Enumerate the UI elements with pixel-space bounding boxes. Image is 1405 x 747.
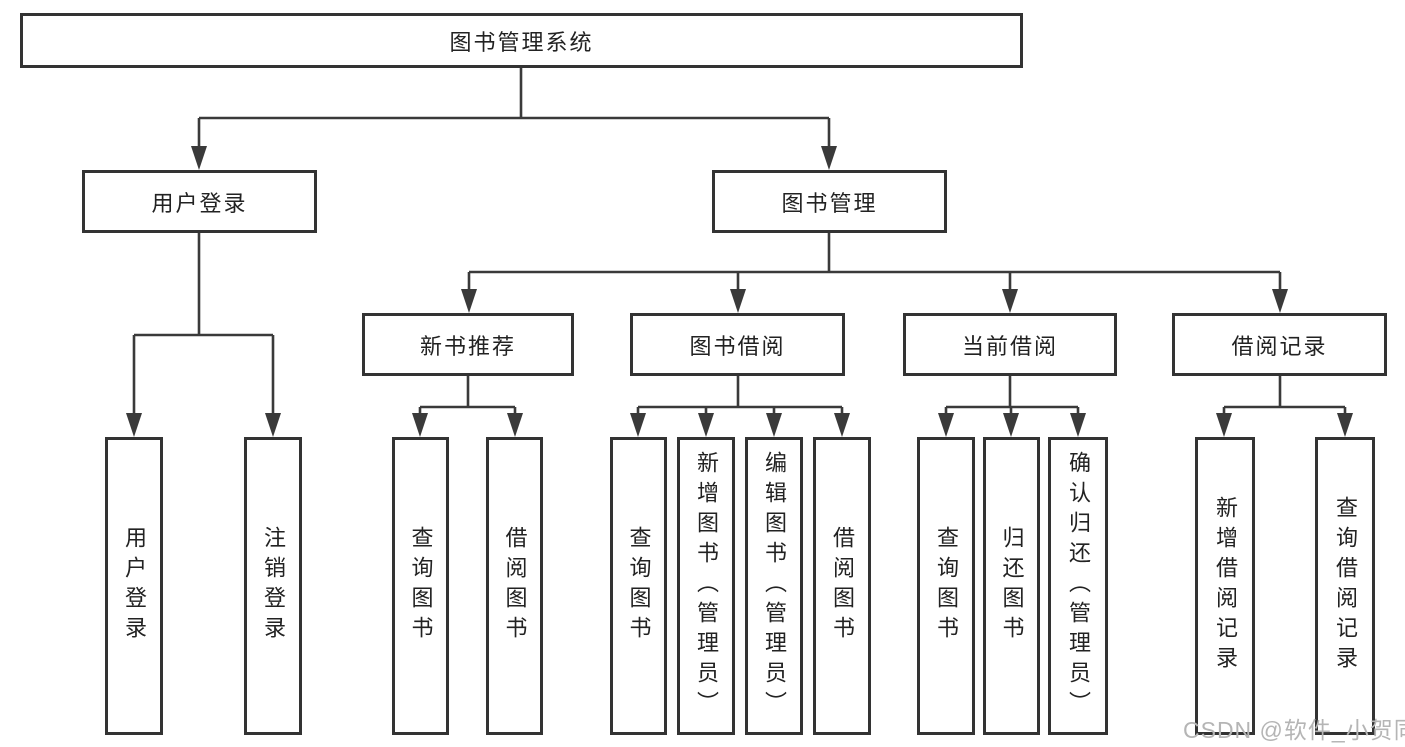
node-user-login: 用户登录 [82,170,317,233]
leaf-borrow-books-2: 借阅图书 [813,437,871,735]
leaf-add-borrow-record: 新增借阅记录 [1195,437,1255,735]
node-label: 借阅记录 [1231,333,1328,359]
node-label: 用户登录 [151,190,248,216]
connector-bookborrow-to-leaves [636,376,844,414]
connector-newbooks-to-leaves [418,376,517,414]
node-label: 归还图书 [999,526,1025,646]
node-label: 图书借阅 [689,333,786,359]
node-label: 新增图书（管理员） [694,451,719,721]
node-label: 新书推荐 [419,333,516,359]
connector-userlogin-to-leaves [132,233,275,414]
node-label: 编辑图书（管理员） [762,451,787,721]
node-label: 确认归还（管理员） [1066,451,1091,721]
leaf-query-books-2: 查询图书 [610,437,667,735]
leaf-edit-books-admin: 编辑图书（管理员） [745,437,803,735]
connector-bookmgmt-to-level3 [467,233,1282,290]
node-label: 查询图书 [934,526,959,646]
leaf-borrow-books-1: 借阅图书 [486,437,543,735]
node-borrow-records: 借阅记录 [1172,313,1387,376]
connector-borrowrecords-to-leaves [1222,376,1347,414]
node-root-library-management-system: 图书管理系统 [20,13,1023,68]
leaf-return-books: 归还图书 [983,437,1040,735]
leaf-add-books-admin: 新增图书（管理员） [677,437,735,735]
node-book-borrow: 图书借阅 [630,313,845,376]
node-label: 查询图书 [626,526,652,646]
leaf-logout: 注销登录 [244,437,302,735]
node-book-management: 图书管理 [712,170,947,233]
connector-currentborrow-to-leaves [944,376,1080,414]
arrowheads [126,146,1353,437]
leaf-query-books-1: 查询图书 [392,437,449,735]
node-label: 新增借阅记录 [1213,496,1238,676]
node-label: 用户登录 [122,526,147,646]
node-label: 查询借阅记录 [1333,496,1358,676]
node-new-book-recommend: 新书推荐 [362,313,574,376]
node-label: 借阅图书 [502,526,528,646]
leaf-user-login: 用户登录 [105,437,163,735]
node-label: 借阅图书 [830,526,855,646]
csdn-watermark: CSDN @软件_小贺同学 [1183,717,1405,743]
leaf-query-books-3: 查询图书 [917,437,975,735]
node-label: 注销登录 [261,526,286,646]
node-label: 查询图书 [408,526,434,646]
leaf-query-borrow-record: 查询借阅记录 [1315,437,1375,735]
node-current-borrow: 当前借阅 [903,313,1117,376]
connector-root-to-level2 [197,68,831,148]
leaf-confirm-return-admin: 确认归还（管理员） [1048,437,1108,735]
node-label: 图书管理 [781,190,878,216]
node-label: 图书管理系统 [449,29,594,55]
node-label: 当前借阅 [961,333,1058,359]
